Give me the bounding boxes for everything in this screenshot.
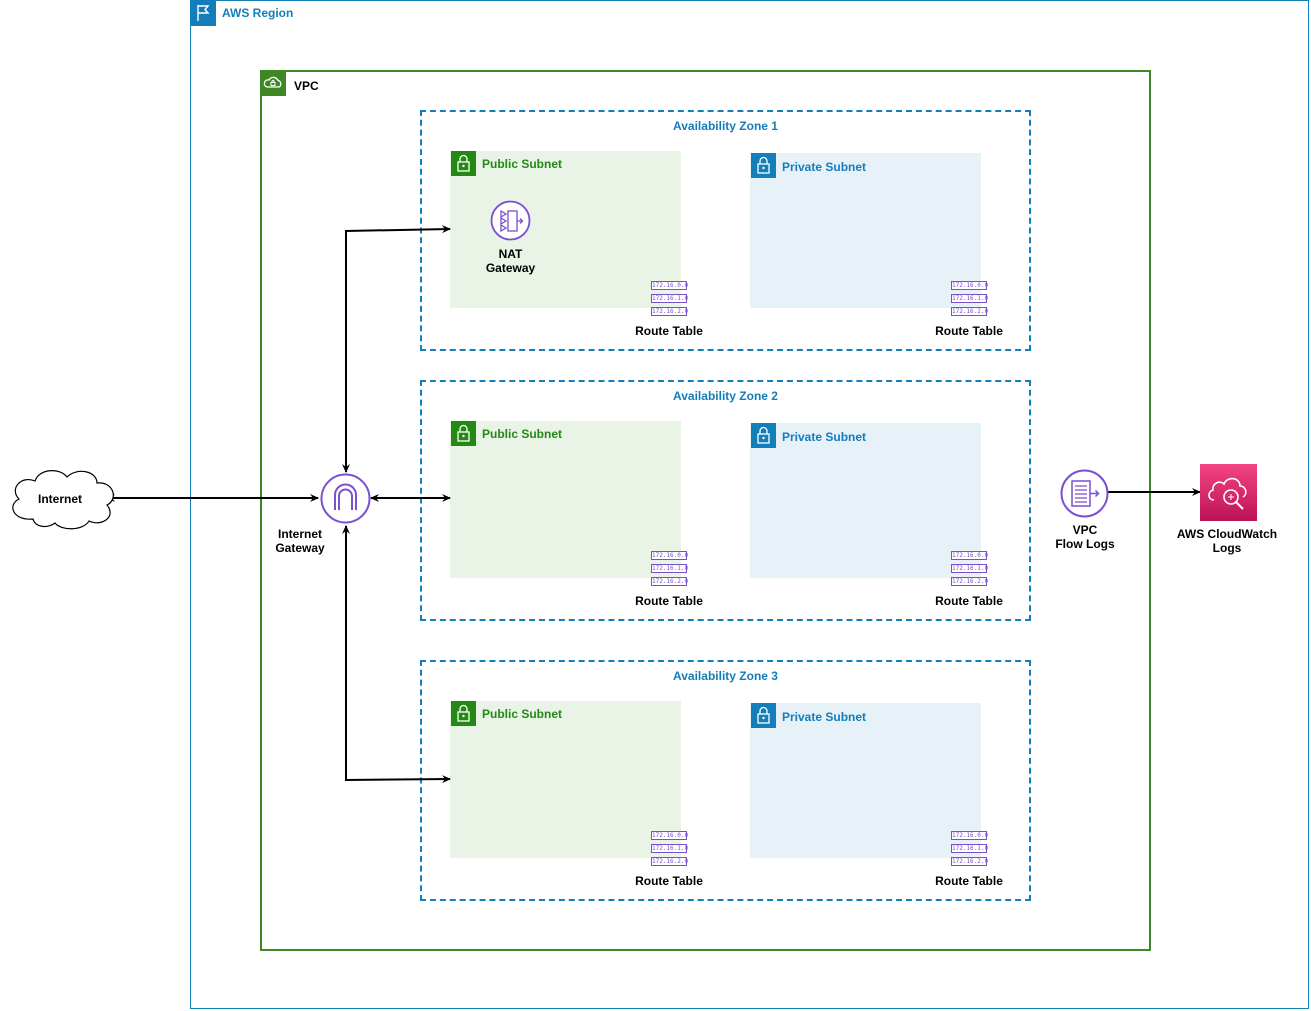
route-entry: 172.16.0.0 — [651, 281, 689, 290]
route-entry: 172.16.0.0 — [951, 831, 989, 840]
route-entry: 172.16.1.0 — [951, 564, 989, 573]
private-subnet-az3-label: Private Subnet — [782, 710, 867, 724]
route-table-label: Route Table — [635, 594, 703, 608]
internet-gateway-label: Internet Gateway — [260, 527, 340, 555]
vpc-flow-logs-label: VPC Flow Logs — [1045, 523, 1125, 551]
public-subnet-az3 — [450, 701, 681, 858]
region-label: AWS Region — [222, 6, 294, 20]
route-entry: 172.16.0.0 — [651, 551, 689, 560]
vpc-flow-logs-icon — [1060, 469, 1109, 518]
route-table-icon: 172.16.0.0 172.16.1.0 172.16.2.0 — [651, 551, 689, 586]
route-entry: 172.16.2.0 — [651, 857, 689, 866]
region-flag-icon — [190, 0, 216, 26]
cloudwatch-logs-label-line2: Logs — [1212, 541, 1242, 555]
private-subnet-lock-icon — [751, 423, 776, 448]
route-entry: 172.16.1.0 — [951, 294, 989, 303]
route-table-icon: 172.16.0.0 172.16.1.0 172.16.2.0 — [951, 281, 989, 316]
public-subnet-lock-icon — [451, 701, 476, 726]
availability-zone-3-label: Availability Zone 3 — [673, 669, 778, 683]
internet-gateway-label-line1: Internet — [277, 527, 322, 541]
route-entry: 172.16.0.0 — [951, 281, 989, 290]
private-subnet-lock-icon — [751, 703, 776, 728]
availability-zone-2-label: Availability Zone 2 — [673, 389, 778, 403]
route-entry: 172.16.0.0 — [951, 551, 989, 560]
private-subnet-az1 — [750, 153, 981, 308]
route-table-icon: 172.16.0.0 172.16.1.0 172.16.2.0 — [651, 281, 689, 316]
private-subnet-az1-label: Private Subnet — [782, 160, 867, 174]
nat-gateway-icon — [490, 200, 531, 241]
route-entry: 172.16.1.0 — [951, 844, 989, 853]
public-subnet-az2-label: Public Subnet — [482, 427, 563, 441]
aws-region-group — [190, 0, 1309, 1009]
route-entry: 172.16.2.0 — [951, 577, 989, 586]
route-entry: 172.16.2.0 — [651, 577, 689, 586]
route-table-label: Route Table — [935, 594, 1003, 608]
route-table-icon: 172.16.0.0 172.16.1.0 172.16.2.0 — [951, 831, 989, 866]
public-subnet-lock-icon — [451, 421, 476, 446]
route-entry: 172.16.1.0 — [651, 294, 689, 303]
route-entry: 172.16.0.0 — [651, 831, 689, 840]
gateway-to-az1-arrow — [342, 225, 451, 473]
vpc-cloud-icon — [260, 70, 286, 96]
public-subnet-az2 — [450, 421, 681, 578]
vpc-flow-logs-label-line1: VPC — [1072, 523, 1098, 537]
route-entry: 172.16.2.0 — [951, 307, 989, 316]
route-table-label: Route Table — [635, 874, 703, 888]
private-subnet-lock-icon — [751, 153, 776, 178]
gateway-to-az3-arrow — [342, 525, 451, 784]
availability-zone-1-label: Availability Zone 1 — [673, 119, 778, 133]
internet-label: Internet — [38, 492, 83, 506]
nat-gateway-label-line1: NAT — [498, 247, 523, 261]
cloudwatch-logs-label-line1: AWS CloudWatch — [1176, 527, 1278, 541]
internet-cloud-icon — [5, 465, 119, 531]
vpc-label: VPC — [294, 79, 319, 93]
vpc-flow-logs-label-line2: Flow Logs — [1055, 537, 1115, 551]
route-table-icon: 172.16.0.0 172.16.1.0 172.16.2.0 — [651, 831, 689, 866]
nat-gateway-label-line2: Gateway — [485, 261, 536, 275]
public-subnet-az3-label: Public Subnet — [482, 707, 563, 721]
private-subnet-az2-label: Private Subnet — [782, 430, 867, 444]
internet-gateway-label-line2: Gateway — [275, 541, 325, 555]
private-subnet-az3 — [750, 703, 981, 858]
internet-gateway-icon — [320, 473, 371, 524]
route-table-label: Route Table — [635, 324, 703, 338]
route-entry: 172.16.1.0 — [651, 564, 689, 573]
route-table-label: Route Table — [935, 874, 1003, 888]
route-table-icon: 172.16.0.0 172.16.1.0 172.16.2.0 — [951, 551, 989, 586]
cloudwatch-logs-label: AWS CloudWatch Logs — [1167, 527, 1287, 555]
public-subnet-az1-label: Public Subnet — [482, 157, 563, 171]
nat-gateway-label: NAT Gateway — [470, 247, 551, 275]
route-entry: 172.16.2.0 — [951, 857, 989, 866]
route-entry: 172.16.2.0 — [651, 307, 689, 316]
route-table-label: Route Table — [935, 324, 1003, 338]
cloudwatch-logs-icon — [1200, 464, 1257, 521]
private-subnet-az2 — [750, 423, 981, 578]
public-subnet-az1 — [450, 151, 681, 308]
route-entry: 172.16.1.0 — [651, 844, 689, 853]
vpc-group — [260, 70, 1151, 951]
public-subnet-lock-icon — [451, 151, 476, 176]
